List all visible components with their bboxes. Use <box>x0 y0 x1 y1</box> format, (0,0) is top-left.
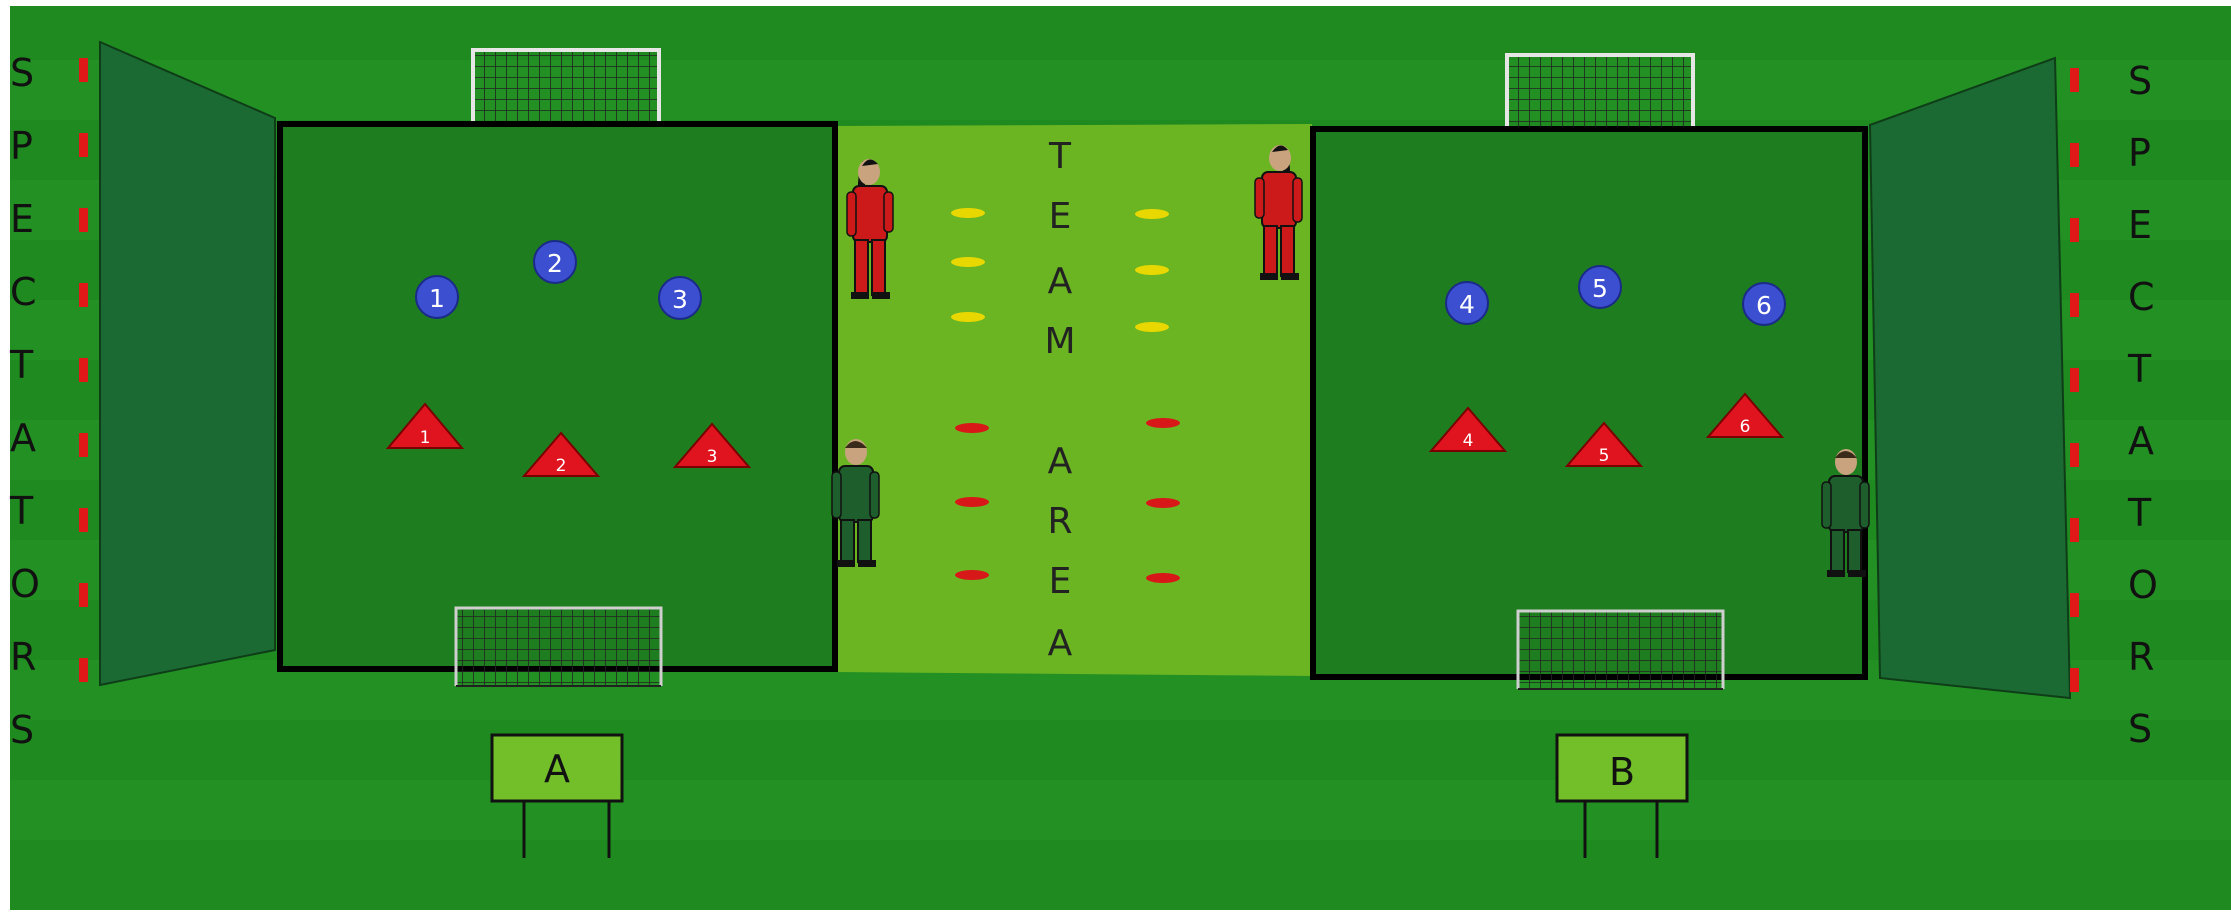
blue-player: 5 <box>1579 266 1621 308</box>
player-number: 5 <box>1599 446 1610 466</box>
red-cone <box>955 423 989 433</box>
team-area-letter: E <box>1049 561 1072 602</box>
blue-player: 1 <box>416 276 458 318</box>
red-cone <box>1146 573 1180 583</box>
spectators-letter: S <box>2128 707 2152 751</box>
spectators-letter: T <box>2127 491 2152 535</box>
blue-player: 2 <box>534 241 576 283</box>
yellow-cone <box>1135 322 1169 332</box>
spectators-letter: P <box>2128 131 2151 175</box>
goal-bottom-a <box>456 608 661 686</box>
player-number: 5 <box>1592 274 1608 303</box>
goal-top-b <box>1507 55 1693 129</box>
red-cone <box>1146 498 1180 508</box>
spectators-letter: C <box>10 270 37 314</box>
spectators-letter: T <box>2127 347 2152 391</box>
player-number: 6 <box>1756 291 1772 320</box>
right-spectator-markers <box>2070 68 2079 692</box>
spectators-letter: T <box>9 343 34 387</box>
goal-bottom-b <box>1518 611 1723 689</box>
team-area-letter: T <box>1048 136 1072 177</box>
blue-player: 3 <box>659 277 701 319</box>
spectators-letter: P <box>10 124 33 168</box>
yellow-cone <box>951 208 985 218</box>
yellow-cone <box>951 257 985 267</box>
blue-player: 6 <box>1743 283 1785 325</box>
team-area-letter: E <box>1049 196 1072 237</box>
pitch-b-field <box>1313 129 1865 677</box>
sign-b-label: B <box>1609 750 1635 794</box>
team-area-letter: A <box>1048 623 1073 664</box>
player-number: 2 <box>547 249 563 278</box>
left-spectator-markers <box>79 58 88 682</box>
spectators-letter: R <box>2128 635 2154 679</box>
red-cone <box>955 570 989 580</box>
player-number: 1 <box>429 284 445 313</box>
spectators-letter: O <box>2128 563 2158 607</box>
right-stand-panel <box>1870 58 2070 698</box>
team-area-letter: R <box>1047 501 1072 542</box>
goal-top-a <box>473 50 659 124</box>
spectators-letter: S <box>10 708 34 752</box>
pitch-b: 4 5 6 4 5 6 <box>1313 55 1865 689</box>
team-area <box>835 124 1314 676</box>
team-area-letter: M <box>1044 321 1075 362</box>
player-number: 6 <box>1740 417 1751 437</box>
spectators-letter: C <box>2128 275 2155 319</box>
spectators-letter: E <box>2128 203 2152 247</box>
spectators-letter: S <box>10 51 34 95</box>
red-cone <box>1146 418 1180 428</box>
player-number: 3 <box>707 447 718 467</box>
spectators-letter: R <box>10 635 36 679</box>
pitch-a-field <box>280 124 835 669</box>
left-stand-panel <box>100 42 275 685</box>
pitch-a: 1 2 3 1 2 3 <box>280 50 835 686</box>
yellow-cone <box>1135 265 1169 275</box>
player-number: 3 <box>672 285 688 314</box>
spectators-letter: T <box>9 489 34 533</box>
player-number: 1 <box>420 428 431 448</box>
yellow-cone <box>951 312 985 322</box>
spectators-letter: E <box>10 197 34 241</box>
spectators-letter: A <box>10 416 36 460</box>
blue-player: 4 <box>1446 282 1488 324</box>
spectators-letter: A <box>2128 419 2154 463</box>
player-number: 4 <box>1463 431 1474 451</box>
yellow-cone <box>1135 209 1169 219</box>
spectators-letter: O <box>10 562 40 606</box>
team-area-letter: A <box>1048 441 1073 482</box>
player-number: 4 <box>1459 290 1475 319</box>
red-cone <box>955 497 989 507</box>
spectators-letter: S <box>2128 59 2152 103</box>
sign-a-label: A <box>544 747 570 791</box>
team-area-letter: A <box>1048 261 1073 302</box>
player-number: 2 <box>556 456 567 476</box>
